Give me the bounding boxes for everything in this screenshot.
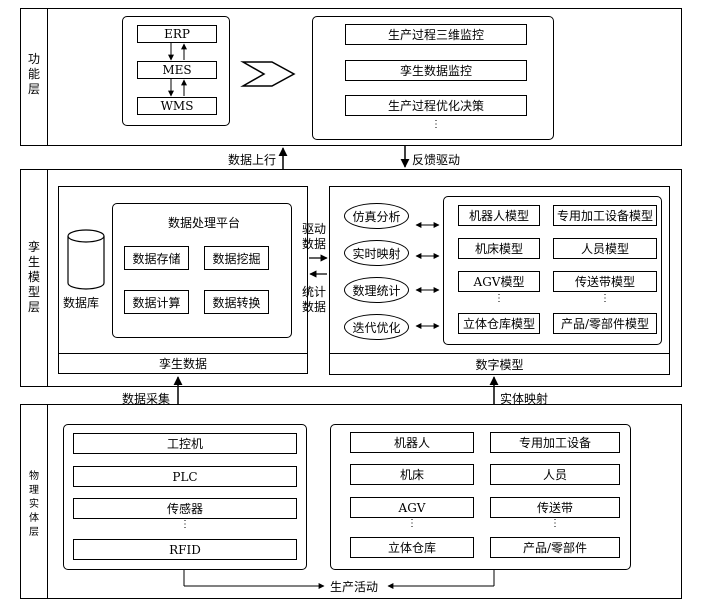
entity-robot: 机器人 — [350, 432, 474, 453]
device-plc: PLC — [73, 466, 297, 487]
label-entity-mapping: 实体映射 — [500, 392, 549, 406]
label-data-collection: 数据采集 — [122, 392, 171, 406]
erp-box: ERP — [137, 25, 217, 43]
physical-layer-label-box — [20, 404, 48, 599]
model-product-parts: 产品/零部件模型 — [553, 313, 657, 334]
entity-agv: AGV — [350, 497, 474, 518]
device-sensor: 传感器 — [73, 498, 297, 519]
entity-special-equipment: 专用加工设备 — [490, 432, 620, 453]
model-special-equipment: 专用加工设备模型 — [553, 205, 657, 226]
label-feedback-drive: 反馈驱动 — [412, 153, 461, 167]
device-rfid: RFID — [73, 539, 297, 560]
data-processing-platform — [112, 203, 292, 338]
func-data-storage: 数据存储 — [124, 246, 189, 270]
database-label: 数据库 — [63, 296, 100, 310]
entity-right-ellipsis: ⋮ — [550, 518, 560, 529]
op-statistics: 数理统计 — [344, 277, 409, 303]
database-icon — [67, 229, 105, 290]
func-data-mining: 数据挖掘 — [204, 246, 269, 270]
func-data-computing: 数据计算 — [124, 290, 189, 314]
chevron-right-icon — [240, 61, 296, 87]
label-stats-data: 统计 数据 — [302, 285, 327, 314]
apps-ellipsis: ⋮ — [431, 119, 441, 130]
model-right-ellipsis: ⋮ — [600, 293, 610, 304]
label-data-up: 数据上行 — [228, 153, 277, 167]
app-twin-data-monitoring: 孪生数据监控 — [345, 60, 527, 81]
function-layer-label: 功能层 — [27, 52, 40, 96]
model-robot: 机器人模型 — [458, 205, 540, 226]
physical-layer-label: 物理实体层 — [29, 471, 39, 538]
op-realtime-mapping: 实时映射 — [344, 240, 409, 266]
model-stereo-warehouse: 立体仓库模型 — [458, 313, 540, 334]
entity-personnel: 人员 — [490, 464, 620, 485]
device-industrial-pc: 工控机 — [73, 433, 297, 454]
model-personnel: 人员模型 — [553, 238, 657, 259]
control-ellipsis: ⋮ — [180, 519, 190, 530]
model-conveyor: 传送带模型 — [553, 271, 657, 292]
app-3d-monitoring: 生产过程三维监控 — [345, 24, 527, 45]
label-production-activity: 生产活动 — [328, 578, 381, 595]
op-iterative-optimization: 迭代优化 — [344, 314, 409, 340]
model-agv: AGV模型 — [458, 271, 540, 292]
twin-layer-label: 孪生模型层 — [27, 240, 40, 314]
platform-title: 数据处理平台 — [168, 216, 241, 230]
twin-data-footer: 孪生数据 — [58, 353, 308, 374]
entity-product-parts: 产品/零部件 — [490, 537, 620, 558]
app-optimization-decision: 生产过程优化决策 — [345, 95, 527, 116]
entity-machine-tool: 机床 — [350, 464, 474, 485]
function-layer-label-box — [20, 8, 48, 146]
twin-layer-label-box — [20, 169, 48, 387]
model-left-ellipsis: ⋮ — [494, 293, 504, 304]
entity-conveyor: 传送带 — [490, 497, 620, 518]
label-drive-data: 驱动 数据 — [302, 222, 327, 251]
digital-model-footer: 数字模型 — [329, 353, 670, 375]
func-data-conversion: 数据转换 — [204, 290, 269, 314]
op-simulation-analysis: 仿真分析 — [344, 203, 409, 229]
wms-box: WMS — [137, 97, 217, 115]
mes-box: MES — [137, 61, 217, 79]
entity-stereo-warehouse: 立体仓库 — [350, 537, 474, 558]
entity-left-ellipsis: ⋮ — [407, 518, 417, 529]
model-machine-tool: 机床模型 — [458, 238, 540, 259]
